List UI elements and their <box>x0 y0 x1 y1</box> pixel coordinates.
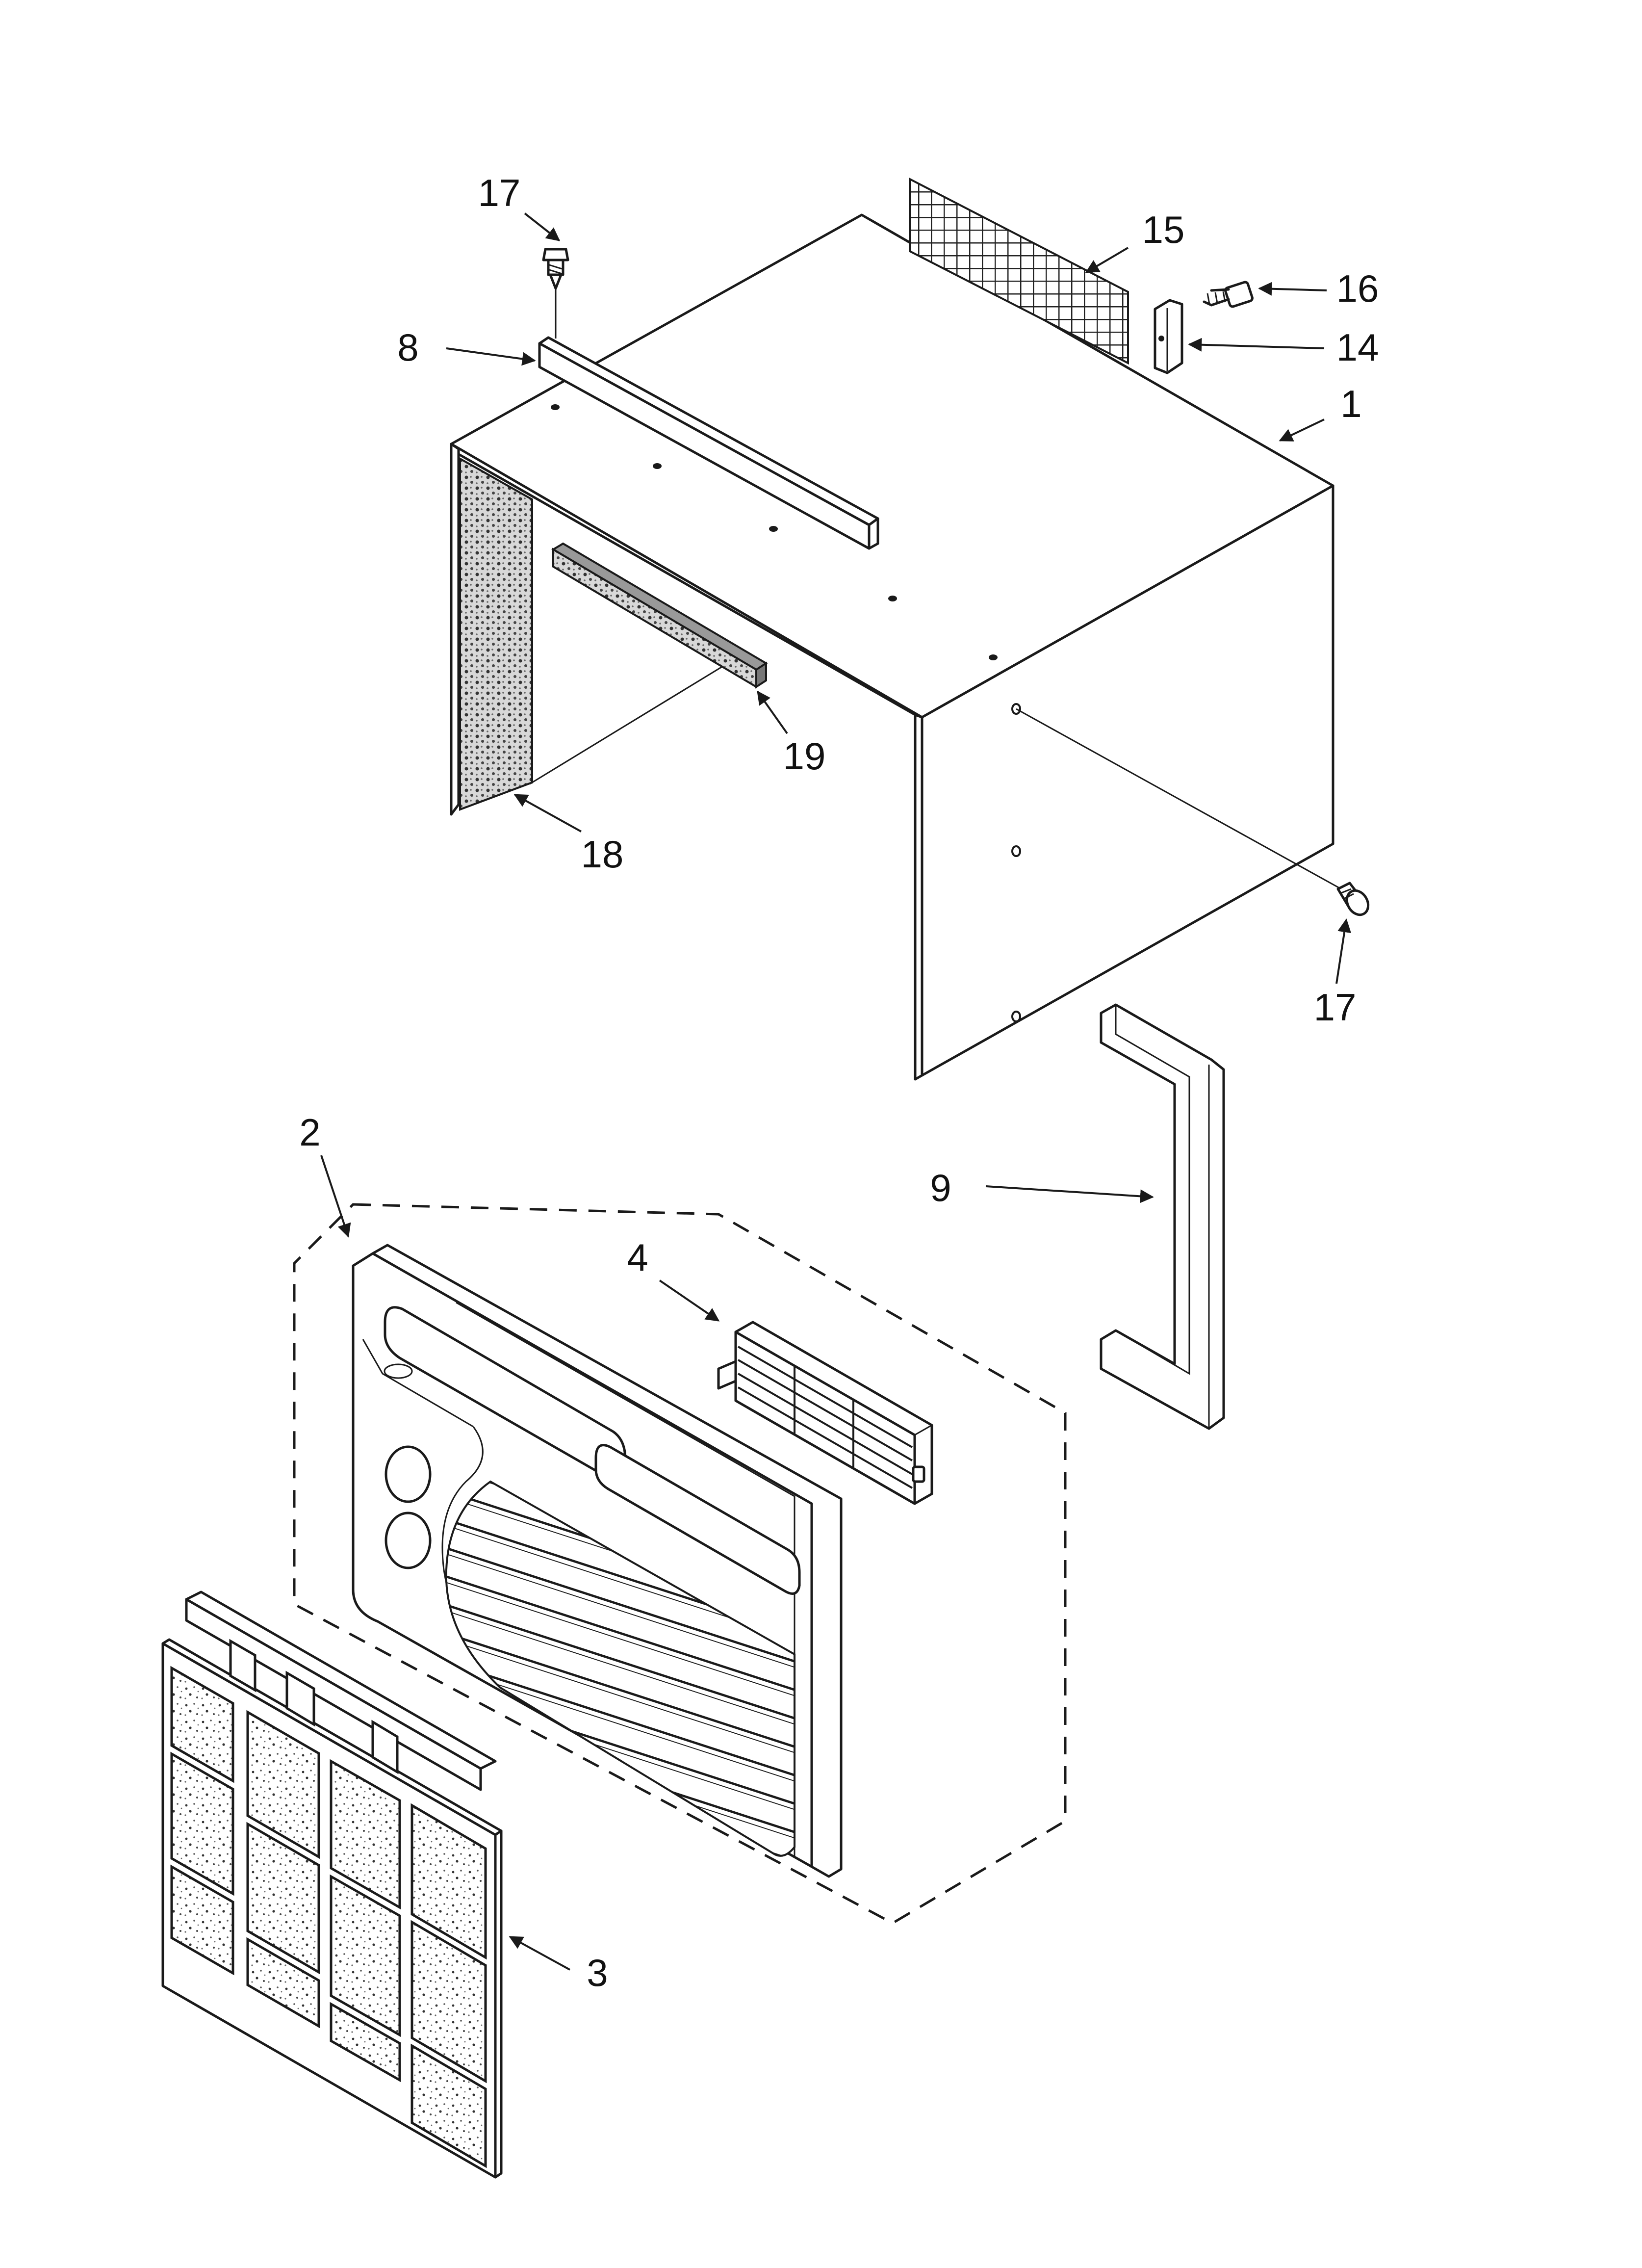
mounting-holes <box>551 404 998 660</box>
callout-4: 4 <box>627 1236 648 1279</box>
callout-8: 8 <box>397 326 418 369</box>
screw-top <box>542 248 569 339</box>
callout-19: 19 <box>783 734 826 778</box>
callout-3: 3 <box>587 1951 608 1994</box>
callout-9: 9 <box>930 1166 951 1209</box>
callout-2: 2 <box>299 1111 320 1154</box>
side-gasket <box>1100 1003 1225 1430</box>
front-panel <box>352 1244 843 1878</box>
air-louver-assembly <box>717 1321 933 1505</box>
filter-media-cells <box>170 1666 487 2168</box>
callout-17-side: 17 <box>1314 986 1357 1029</box>
top-angle-rail <box>538 336 879 550</box>
front-panel-group-outline <box>293 1203 1067 1925</box>
screw-side <box>1336 882 1370 916</box>
callout-labels: 17 8 15 16 14 1 19 18 17 9 2 4 3 <box>299 171 1379 1994</box>
callout-1: 1 <box>1340 382 1361 425</box>
callout-17-top: 17 <box>478 171 521 214</box>
control-knob-lower <box>385 1512 432 1569</box>
callout-18: 18 <box>581 833 624 876</box>
cabinet-wrapper <box>450 213 1344 1081</box>
callout-15: 15 <box>1142 208 1185 251</box>
callout-16: 16 <box>1336 267 1379 310</box>
control-knob-upper <box>385 1445 432 1503</box>
rear-grille-mesh <box>909 177 1129 365</box>
bracket-screw <box>1203 281 1254 308</box>
side-bracket <box>1154 299 1183 374</box>
front-louver-grille <box>445 1480 795 1857</box>
air-filter <box>161 1590 503 2179</box>
callout-14: 14 <box>1336 326 1379 369</box>
side-foam-seal <box>459 457 533 811</box>
leader-lines <box>320 212 1352 1971</box>
top-foam-strip <box>551 542 768 689</box>
